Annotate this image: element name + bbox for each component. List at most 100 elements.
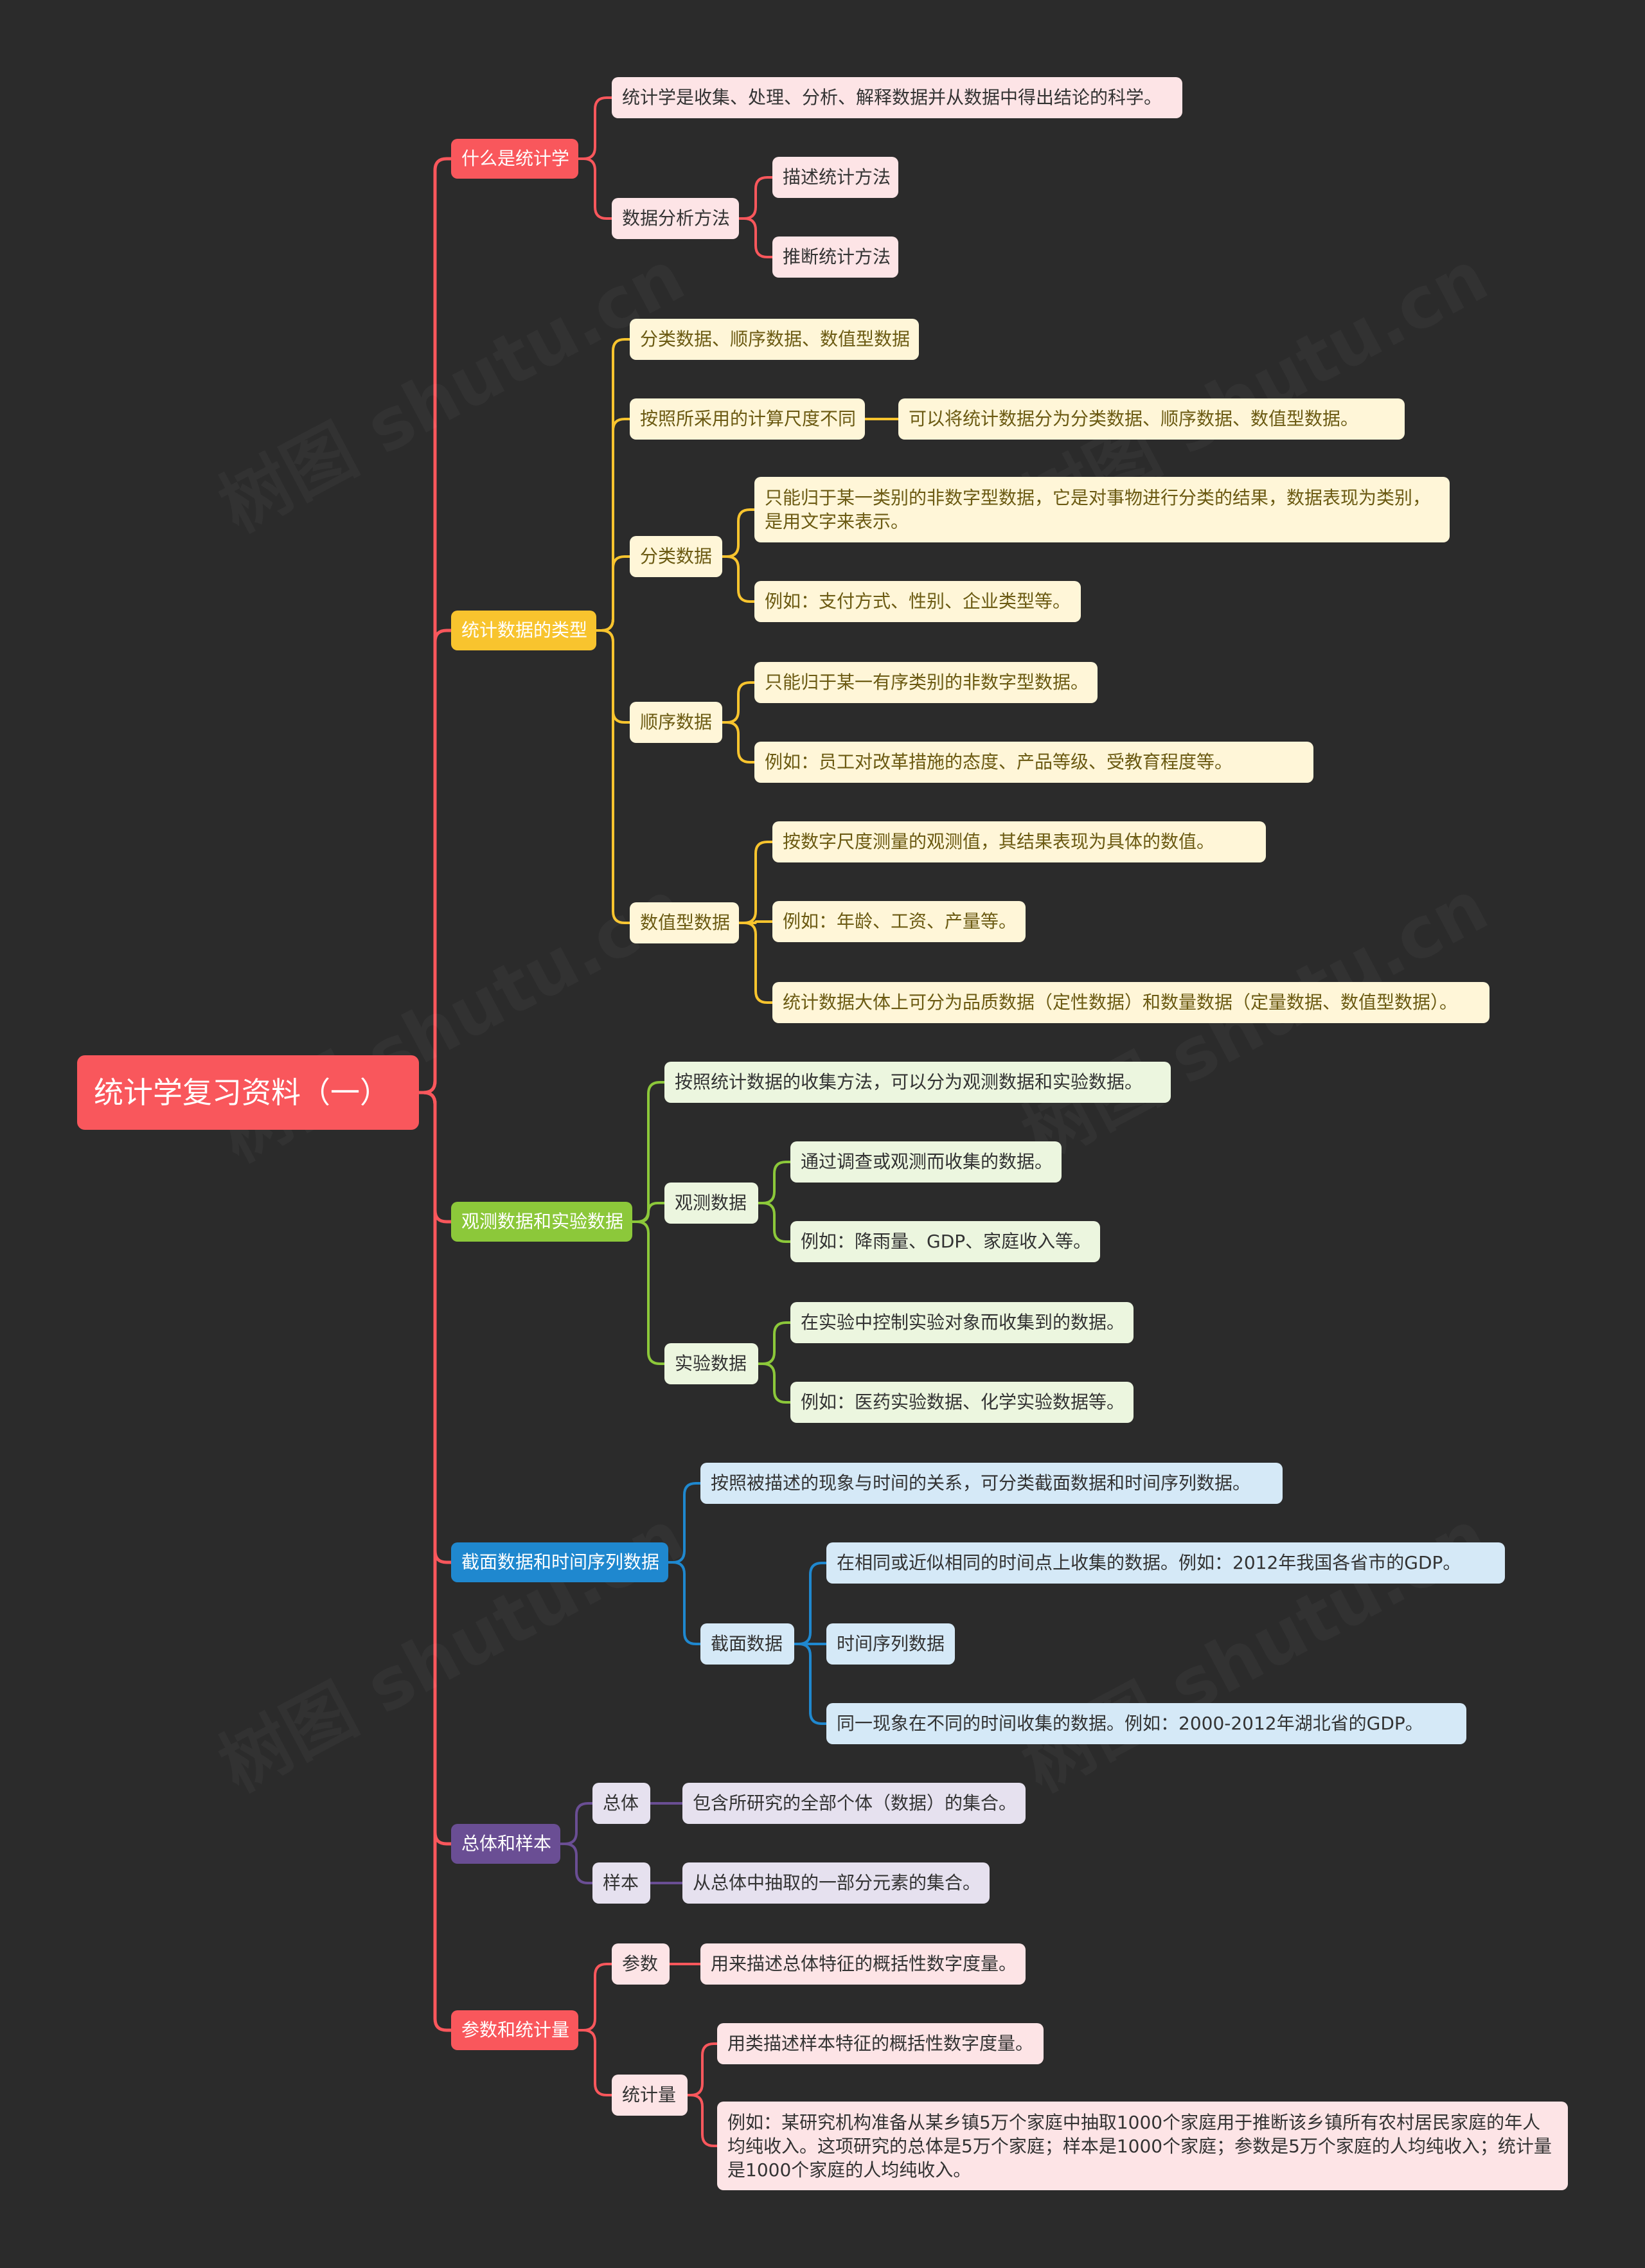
- node-time-series-definition[interactable]: 同一现象在不同的时间收集的数据。例如：2000-2012年湖北省的GDP。: [826, 1703, 1466, 1744]
- node-qualitative-quantitative[interactable]: 统计数据大体上可分为品质数据（定性数据）和数量数据（定量数据、数值型数据）。: [772, 982, 1489, 1023]
- root-topic[interactable]: 统计学复习资料（一）: [77, 1055, 419, 1130]
- node-definition[interactable]: 统计学是收集、处理、分析、解释数据并从数据中得出结论的科学。: [612, 77, 1182, 118]
- node-categorical-definition[interactable]: 只能归于某一类别的非数字型数据，它是对事物进行分类的结果，数据表现为类别，是用文…: [754, 477, 1450, 542]
- connector-line: [559, 1843, 594, 1884]
- node-sample[interactable]: 样本: [592, 1862, 650, 1904]
- connector-line: [686, 2042, 718, 2096]
- node-label: 用类描述样本特征的概括性数字度量。: [727, 2033, 1034, 2054]
- connector-line: [595, 629, 631, 924]
- node-inferential-methods[interactable]: 推断统计方法: [772, 237, 898, 278]
- connector-line: [721, 555, 756, 603]
- node-population-definition[interactable]: 包含所研究的全部个体（数据）的集合。: [682, 1783, 1026, 1824]
- node-label: 例如：降雨量、GDP、家庭收入等。: [801, 1231, 1092, 1252]
- node-statistic-definition[interactable]: 用类描述样本特征的概括性数字度量。: [717, 2023, 1044, 2064]
- node-cross-section-data[interactable]: 截面数据: [700, 1623, 794, 1665]
- node-numerical-definition[interactable]: 按数字尺度测量的观测值，其结果表现为具体的数值。: [772, 821, 1266, 862]
- node-label: 同一现象在不同的时间收集的数据。例如：2000-2012年湖北省的GDP。: [837, 1713, 1423, 1734]
- connector-line: [721, 681, 756, 724]
- node-descriptive-methods[interactable]: 描述统计方法: [772, 157, 898, 198]
- node-label: 在相同或近似相同的时间点上收集的数据。例如：2012年我国各省市的GDP。: [837, 1552, 1461, 1573]
- node-experimental-definition[interactable]: 在实验中控制实验对象而收集到的数据。: [790, 1302, 1134, 1343]
- node-observational-example[interactable]: 例如：降雨量、GDP、家庭收入等。: [790, 1221, 1100, 1262]
- node-label: 样本: [603, 1872, 639, 1893]
- node-by-scale-detail[interactable]: 可以将统计数据分为分类数据、顺序数据、数值型数据。: [898, 398, 1405, 440]
- node-cross-section-definition[interactable]: 在相同或近似相同的时间点上收集的数据。例如：2012年我国各省市的GDP。: [826, 1542, 1505, 1584]
- node-numerical-example[interactable]: 例如：年龄、工资、产量等。: [772, 901, 1026, 942]
- branch-label: 观测数据和实验数据: [461, 1211, 624, 1232]
- node-time-series-data[interactable]: 时间序列数据: [826, 1623, 955, 1665]
- node-label: 例如：支付方式、性别、企业类型等。: [765, 591, 1071, 612]
- branch-label: 什么是统计学: [461, 148, 570, 169]
- branch-what-is-statistics[interactable]: 什么是统计学: [451, 139, 578, 179]
- connector-line: [595, 555, 631, 632]
- node-label: 只能归于某一有序类别的非数字型数据。: [765, 672, 1089, 693]
- connector-line: [577, 96, 613, 160]
- node-label: 按照被描述的现象与时间的关系，可分类截面数据和时间序列数据。: [711, 1472, 1251, 1494]
- node-ordinal-data[interactable]: 顺序数据: [630, 702, 722, 743]
- node-label: 统计量: [622, 2084, 677, 2105]
- connector-line: [721, 508, 756, 558]
- node-categorical-data[interactable]: 分类数据: [630, 536, 722, 577]
- node-label: 通过调查或观测而收集的数据。: [801, 1151, 1053, 1172]
- node-by-scale[interactable]: 按照所采用的计算尺度不同: [630, 398, 865, 440]
- node-label: 数值型数据: [640, 912, 731, 933]
- branch-data-types[interactable]: 统计数据的类型: [451, 611, 596, 650]
- branch-population-sample[interactable]: 总体和样本: [451, 1824, 560, 1864]
- node-statistic[interactable]: 统计量: [612, 2075, 688, 2116]
- connector-line: [577, 1963, 613, 2031]
- node-label: 分类数据: [640, 546, 713, 567]
- node-label: 顺序数据: [640, 711, 713, 733]
- node-label: 可以将统计数据分为分类数据、顺序数据、数值型数据。: [909, 408, 1359, 429]
- connector-line: [721, 721, 756, 763]
- node-experimental-data[interactable]: 实验数据: [664, 1343, 758, 1384]
- connector-line: [738, 920, 774, 924]
- node-label: 只能归于某一类别的非数字型数据，它是对事物进行分类的结果，数据表现为类别，是用文…: [765, 487, 1431, 532]
- node-label: 按照所采用的计算尺度不同: [640, 408, 857, 429]
- connector-line: [577, 2029, 613, 2096]
- node-label: 例如：医药实验数据、化学实验数据等。: [801, 1391, 1125, 1413]
- node-population[interactable]: 总体: [592, 1783, 650, 1824]
- node-label: 观测数据: [675, 1192, 747, 1213]
- connector-line: [631, 1220, 666, 1365]
- connector-line: [417, 1091, 453, 2032]
- root-topic-label: 统计学复习资料（一）: [94, 1075, 389, 1110]
- node-three-data-types[interactable]: 分类数据、顺序数据、数值型数据: [630, 319, 919, 360]
- node-label: 用来描述总体特征的概括性数字度量。: [711, 1953, 1017, 1974]
- connector-line: [686, 2094, 718, 2147]
- node-label: 按照统计数据的收集方法，可以分为观测数据和实验数据。: [675, 1071, 1143, 1093]
- connector-line: [738, 176, 774, 220]
- connector-line: [757, 1321, 792, 1365]
- connector-line: [757, 1362, 792, 1404]
- node-ordinal-definition[interactable]: 只能归于某一有序类别的非数字型数据。: [754, 662, 1098, 703]
- branch-parameter-statistic[interactable]: 参数和统计量: [451, 2010, 578, 2050]
- node-ordinal-example[interactable]: 例如：员工对改革措施的态度、产品等级、受教育程度等。: [754, 742, 1313, 783]
- connector-line: [417, 629, 453, 1094]
- node-experimental-example[interactable]: 例如：医药实验数据、化学实验数据等。: [790, 1382, 1134, 1423]
- node-by-time-relation[interactable]: 按照被描述的现象与时间的关系，可分类截面数据和时间序列数据。: [700, 1463, 1283, 1504]
- node-analysis-methods[interactable]: 数据分析方法: [612, 198, 739, 239]
- node-sample-definition[interactable]: 从总体中抽取的一部分元素的集合。: [682, 1862, 990, 1904]
- node-observational-definition[interactable]: 通过调查或观测而收集的数据。: [790, 1141, 1062, 1183]
- connector-line: [757, 1161, 792, 1204]
- connector-line: [793, 1643, 828, 1725]
- branch-observational-experimental[interactable]: 观测数据和实验数据: [451, 1202, 632, 1242]
- node-label: 实验数据: [675, 1353, 747, 1374]
- connector-line: [577, 157, 613, 220]
- branch-cross-section-time-series[interactable]: 截面数据和时间序列数据: [451, 1542, 668, 1582]
- connector-line: [559, 1802, 594, 1845]
- node-observational-data[interactable]: 观测数据: [664, 1183, 758, 1224]
- node-label: 推断统计方法: [783, 246, 891, 267]
- node-parameter-definition[interactable]: 用来描述总体特征的概括性数字度量。: [700, 1943, 1026, 1985]
- node-label: 分类数据、顺序数据、数值型数据: [640, 328, 911, 350]
- branch-label: 总体和样本: [461, 1833, 552, 1854]
- node-statistic-example[interactable]: 例如：某研究机构准备从某乡镇5万个家庭中抽取1000个家庭用于推断该乡镇所有农村…: [717, 2102, 1568, 2190]
- node-by-collection-method[interactable]: 按照统计数据的收集方法，可以分为观测数据和实验数据。: [664, 1062, 1171, 1103]
- node-label: 统计学是收集、处理、分析、解释数据并从数据中得出结论的科学。: [622, 87, 1162, 108]
- node-parameter[interactable]: 参数: [612, 1943, 670, 1985]
- node-categorical-example[interactable]: 例如：支付方式、性别、企业类型等。: [754, 581, 1081, 622]
- node-numerical-data[interactable]: 数值型数据: [630, 902, 739, 943]
- node-label: 时间序列数据: [837, 1633, 945, 1654]
- node-label: 参数: [622, 1953, 659, 1974]
